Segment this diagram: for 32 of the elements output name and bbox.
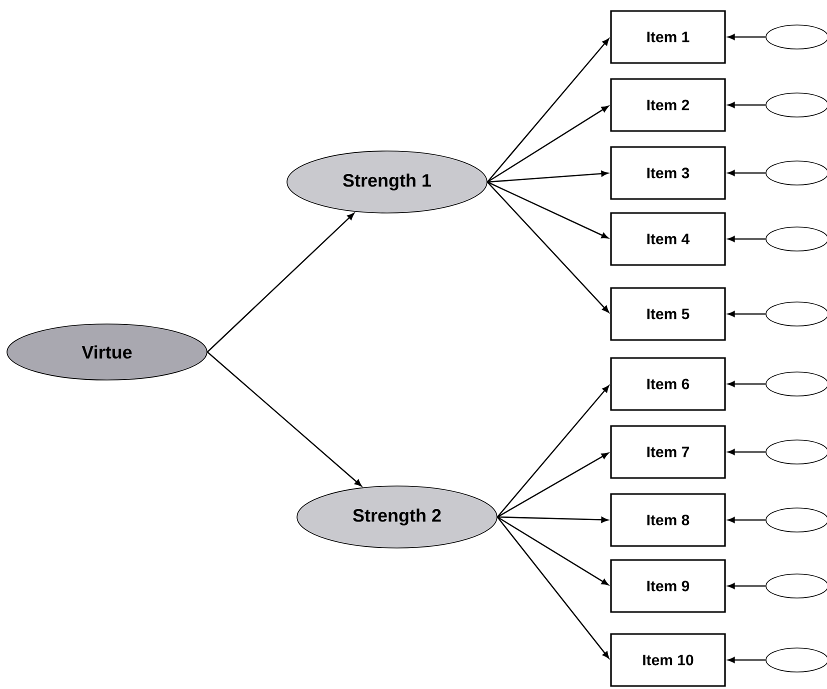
arrow [487,106,609,183]
arrow [486,182,610,313]
arrow [496,516,610,659]
item-box: Item 9 [610,559,726,613]
arrow [728,583,766,589]
arrow [728,102,766,108]
arrow [728,517,766,523]
item-box: Item 1 [610,10,726,64]
item-box: Item 8 [610,493,726,547]
arrow [497,452,609,518]
arrow [496,385,610,518]
arrow [728,34,766,40]
item-box: Item 7 [610,425,726,479]
item-box: Item 2 [610,78,726,132]
arrow [728,657,766,663]
arrow [497,516,609,586]
item-box: Item 3 [610,146,726,200]
item-box: Item 6 [610,357,726,411]
arrow [206,352,362,486]
arrow [486,38,610,182]
arrow [206,212,354,352]
item-box: Item 5 [610,287,726,341]
arrow [728,449,766,455]
arrow [728,236,766,242]
arrow [487,181,608,239]
item-box: Item 4 [610,212,726,266]
arrow [487,170,608,183]
arrow [728,170,766,176]
item-box: Item 10 [610,633,726,687]
arrow [497,516,608,523]
arrow [728,381,766,387]
arrow [728,311,766,317]
